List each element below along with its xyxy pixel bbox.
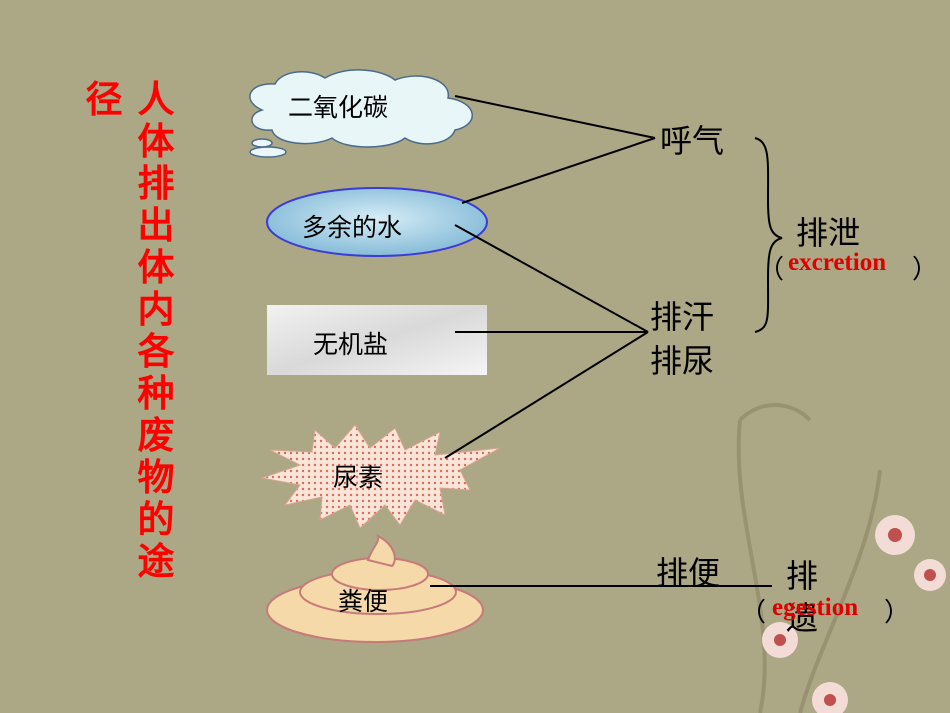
label-co2: 二氧化碳 bbox=[288, 93, 389, 122]
label-sweat: 排汗 bbox=[650, 298, 715, 336]
paren-open: （ bbox=[758, 255, 785, 285]
connector-lines bbox=[430, 95, 772, 587]
label-urea: 尿素 bbox=[333, 463, 384, 492]
label-egestion-en: egestion bbox=[772, 594, 859, 621]
branch-decoration bbox=[736, 403, 882, 713]
paren-close-2: ） bbox=[884, 598, 911, 628]
label-urine: 排尿 bbox=[650, 342, 715, 380]
paren-open-2: （ bbox=[740, 598, 767, 628]
title-vertical: 人体排出体内各种废物的途 bbox=[137, 77, 175, 583]
paren-close: ） bbox=[912, 255, 939, 285]
label-feces: 粪便 bbox=[338, 587, 389, 616]
label-water: 多余的水 bbox=[302, 213, 403, 242]
label-salt: 无机盐 bbox=[313, 330, 389, 359]
label-breath: 呼气 bbox=[660, 122, 725, 160]
urea-burst bbox=[260, 424, 501, 529]
label-excretion-en: excretion bbox=[788, 249, 887, 276]
water-oval bbox=[266, 187, 488, 257]
label-excretion-cn: 排泄 bbox=[796, 214, 861, 252]
feces-shape bbox=[266, 533, 484, 643]
cloud-shape bbox=[249, 69, 473, 158]
label-defecate: 排便 bbox=[656, 554, 721, 592]
blossom-icon bbox=[762, 515, 946, 713]
label-egestion-cn: 排遗 bbox=[786, 557, 819, 637]
title-column-2: 径 bbox=[85, 77, 123, 121]
brace-icon bbox=[754, 137, 783, 333]
salt-rect bbox=[267, 305, 487, 375]
